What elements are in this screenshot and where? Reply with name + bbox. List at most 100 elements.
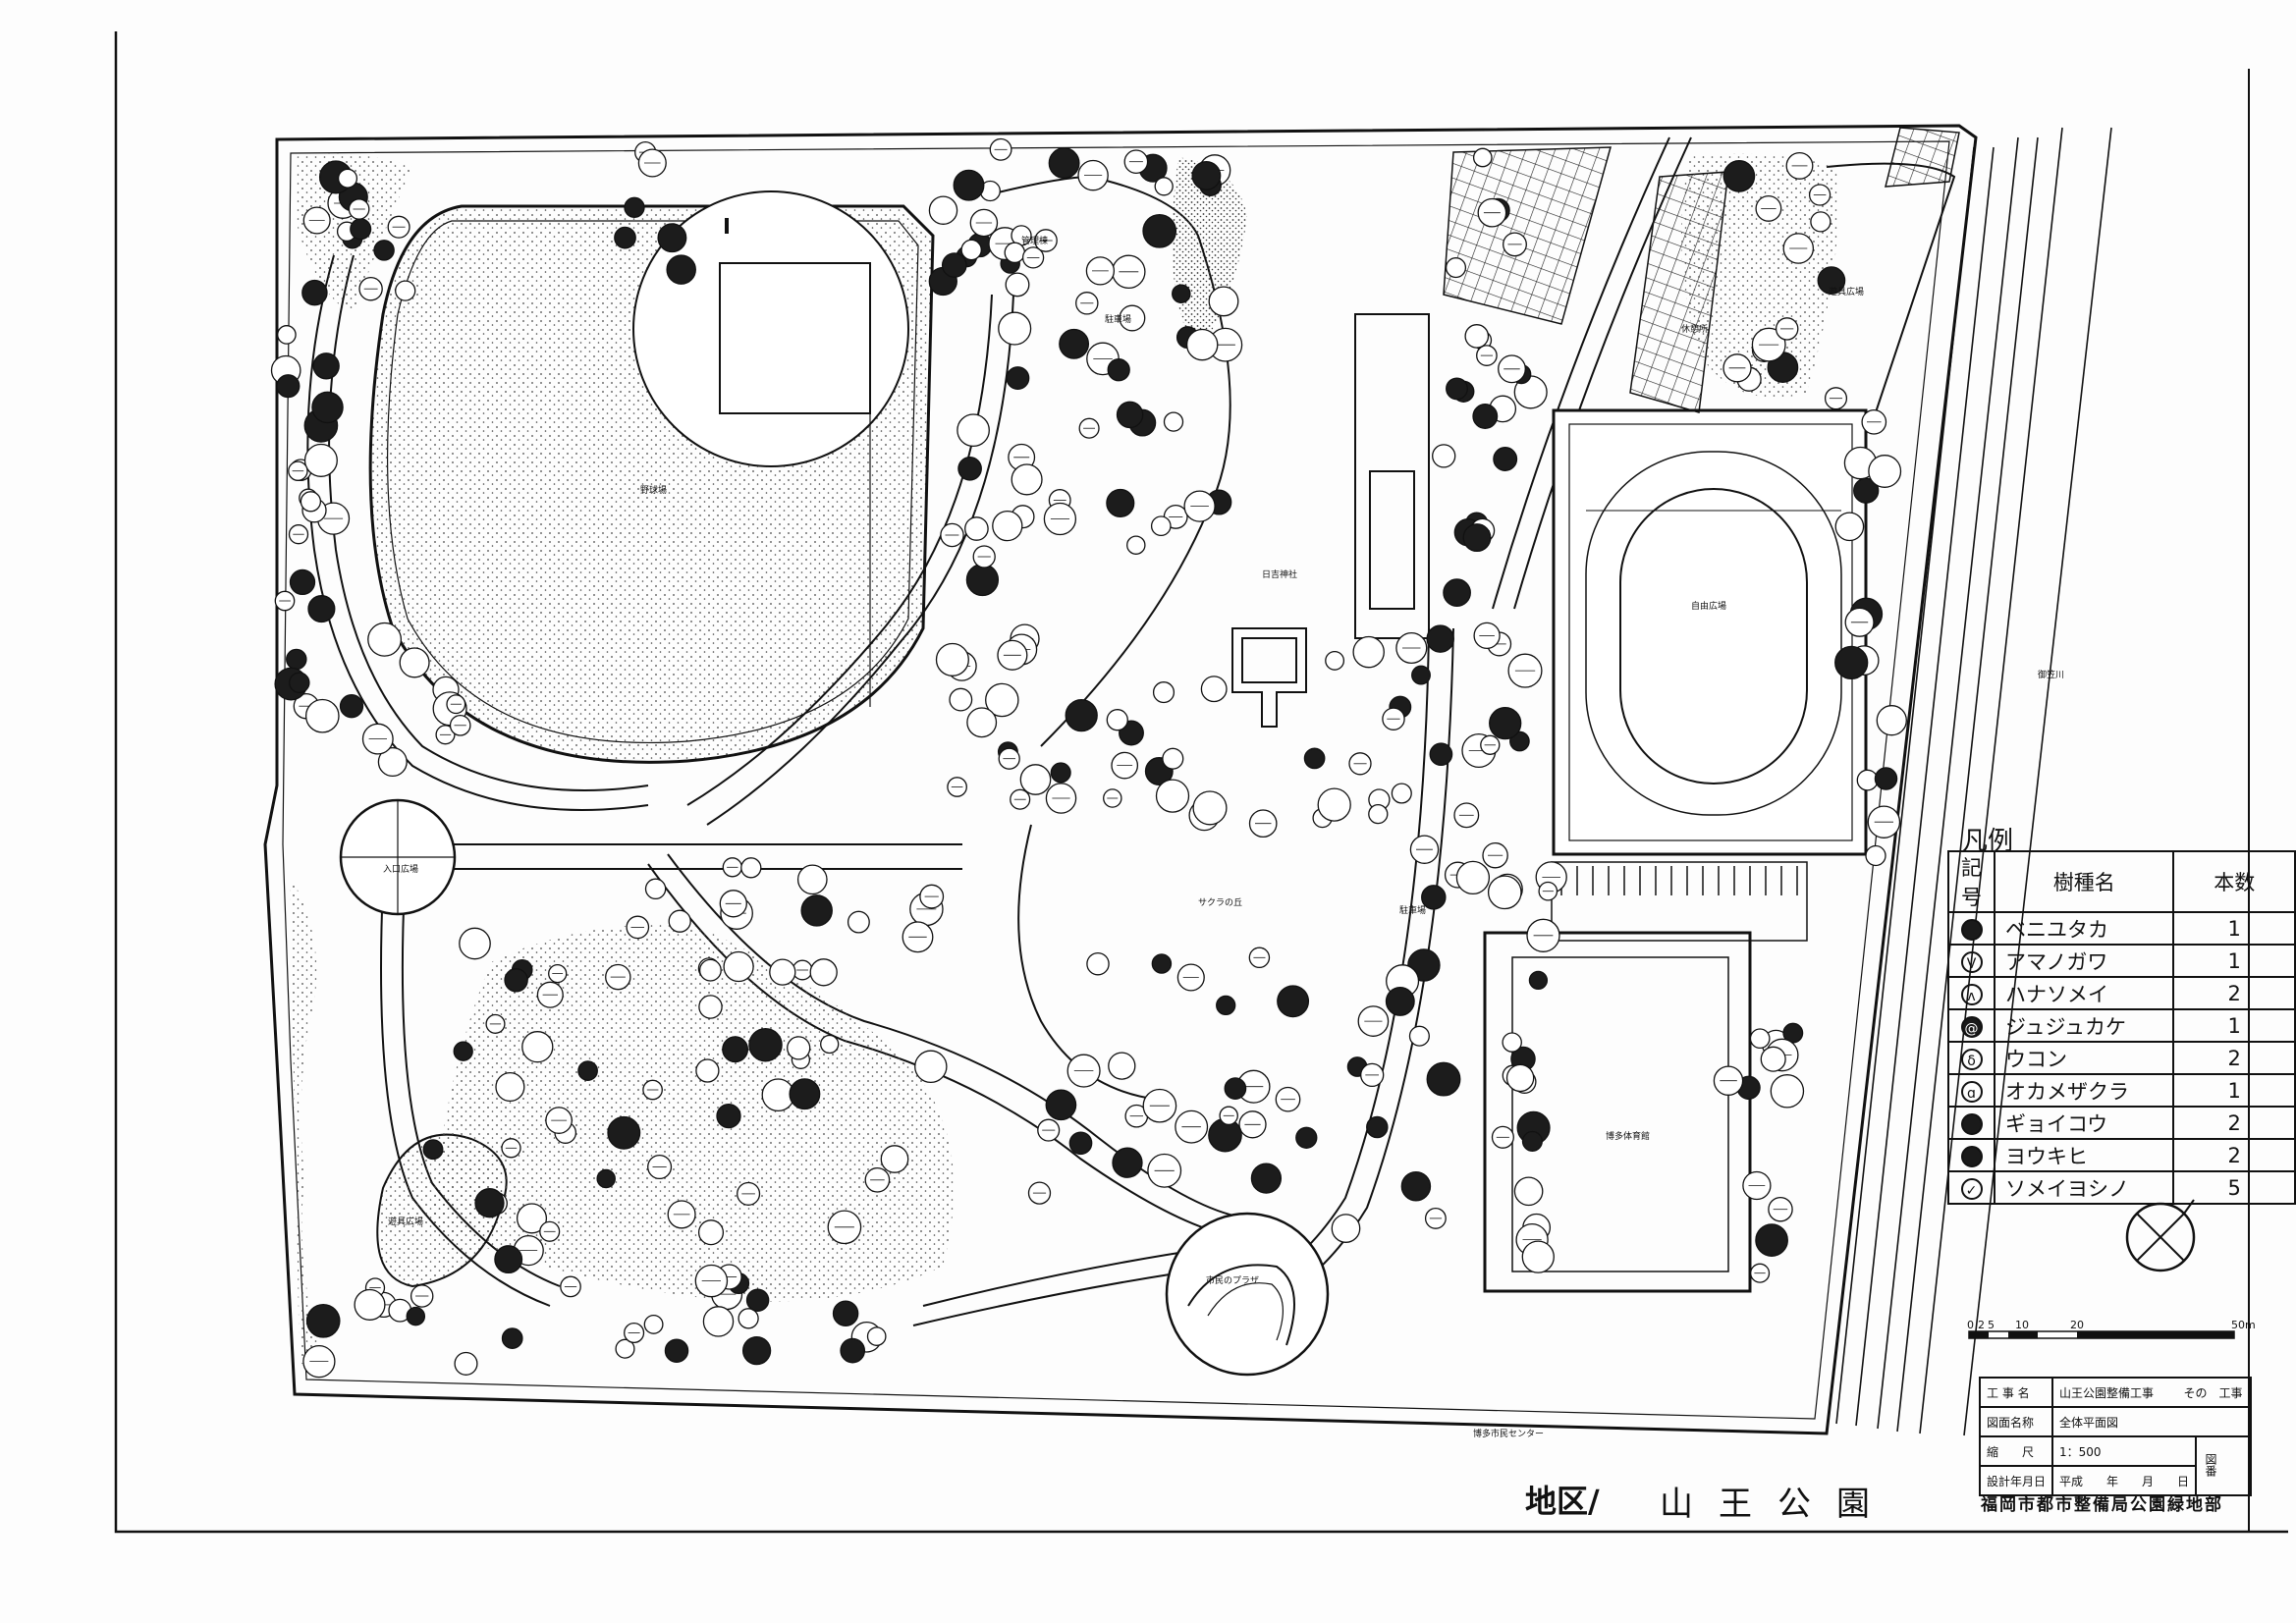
tree-icon: [1065, 698, 1098, 732]
legend-species-name: ウコン: [1993, 1041, 2175, 1075]
legend-species-name: アマノガワ: [1993, 944, 2175, 978]
tree-icon: [1107, 358, 1130, 382]
tree-icon: [1119, 304, 1146, 332]
tree-icon: [1749, 1028, 1771, 1050]
label-citizens-center: 博多市民センター: [1473, 1430, 1545, 1439]
tree-icon: [1005, 272, 1030, 298]
tree-icon: [1059, 328, 1090, 359]
circle-hook-icon: δ: [1960, 1048, 1983, 1070]
tree-icon: [695, 1058, 720, 1083]
baseball-field: [368, 190, 935, 764]
tree-icon: [307, 595, 336, 623]
tree-icon: [1155, 779, 1190, 813]
tree-icon: [1185, 328, 1219, 361]
tree-icon: [377, 746, 408, 778]
tree-icon: [769, 958, 796, 986]
tree-icon: [1151, 953, 1173, 974]
legend-header-species: 樹種名: [1993, 850, 2175, 913]
tree-icon: [1152, 681, 1175, 704]
legend-species-name: オカメザクラ: [1993, 1073, 2175, 1108]
tree-icon: [300, 491, 322, 513]
tree-icon: [657, 223, 687, 253]
tree-icon: [516, 1203, 548, 1234]
tree-icon: [992, 510, 1023, 542]
tree-icon: [1868, 455, 1902, 488]
tree-icon: [1163, 411, 1184, 432]
legend-species-name: ヨウキヒ: [1993, 1138, 2175, 1172]
tree-icon: [953, 169, 985, 201]
tree-icon: [745, 1288, 770, 1312]
legend-species-name: ギョイコウ: [1993, 1106, 2175, 1140]
tree-icon: [722, 1036, 749, 1063]
label-playground-ne: 遊具広場: [1829, 288, 1865, 298]
drawing-label: 図面名称: [1978, 1406, 2054, 1437]
tree-icon: [399, 647, 430, 678]
tree-icon: [787, 1036, 811, 1060]
tree-icon: [1106, 709, 1128, 731]
tree-icon: [1208, 286, 1239, 317]
tree-icon: [501, 1327, 523, 1349]
district-label-text: 地区: [1525, 1483, 1589, 1520]
tree-icon: [748, 1027, 783, 1062]
tree-icon: [664, 1338, 689, 1363]
tree-icon: [406, 1306, 426, 1326]
tree-icon: [666, 254, 696, 285]
tree-icon: [1426, 624, 1454, 653]
tree-icon: [965, 563, 1000, 597]
tree-icon: [289, 568, 316, 596]
tree-icon: [1224, 1077, 1247, 1100]
tree-icon: [1865, 844, 1886, 867]
tree-icon: [311, 391, 344, 424]
tree-icon: [800, 894, 833, 927]
tree-icon: [1086, 951, 1110, 976]
tree-icon: [1462, 523, 1492, 553]
scale-value: 1：500: [2051, 1435, 2198, 1467]
tree-icon: [1489, 706, 1522, 740]
tree-icon: [459, 927, 491, 960]
tree-symbols: [270, 137, 1907, 1379]
hiyoshi-shrine: [1231, 313, 1430, 728]
tree-icon: [966, 707, 998, 738]
tree-icon: [1400, 1170, 1432, 1202]
tree-icon: [624, 196, 645, 218]
tree-icon: [820, 1034, 840, 1055]
tree-icon: [1068, 1131, 1093, 1156]
legend-species-count: 2: [2172, 976, 2296, 1010]
tree-icon: [1429, 742, 1453, 767]
legend-header-symbol: 記号: [1947, 850, 1995, 913]
tree-icon: [716, 1103, 741, 1129]
scale-tick-2: 2: [1978, 1319, 1985, 1331]
tree-icon: [1045, 1089, 1077, 1121]
tree-icon: [1874, 767, 1898, 790]
tree-icon: [301, 279, 328, 306]
tree-icon: [596, 1168, 616, 1189]
tree-icon: [789, 1078, 821, 1110]
label-parking-lot: 駐車場: [1399, 906, 1427, 916]
tree-icon: [1464, 324, 1490, 349]
tree-icon: [1172, 284, 1191, 303]
circle-swirl-dark-icon: @: [1960, 1015, 1983, 1038]
circle-check-icon: ✓: [1960, 1177, 1983, 1200]
tree-icon: [305, 1303, 341, 1338]
tree-icon: [1411, 665, 1431, 685]
tree-icon: [1856, 769, 1879, 791]
tree-icon: [1505, 1063, 1535, 1093]
tree-icon: [985, 682, 1019, 718]
tree-icon: [702, 1306, 735, 1337]
work-name: 山王公園整備工事: [2059, 1385, 2155, 1400]
date-value: 平成 年 月 日: [2051, 1465, 2198, 1496]
tree-icon: [960, 239, 982, 261]
label-citizens-plaza: 市民のプラザ: [1206, 1276, 1260, 1286]
tree-icon: [1722, 160, 1756, 192]
tree-icon: [1513, 1176, 1544, 1207]
tree-icon: [1810, 211, 1831, 233]
tree-icon: [949, 687, 973, 712]
legend-species-count: 5: [2172, 1170, 2296, 1205]
tree-icon: [1116, 401, 1144, 429]
district-separator: /: [1588, 1483, 1600, 1520]
tree-icon: [832, 1300, 859, 1326]
